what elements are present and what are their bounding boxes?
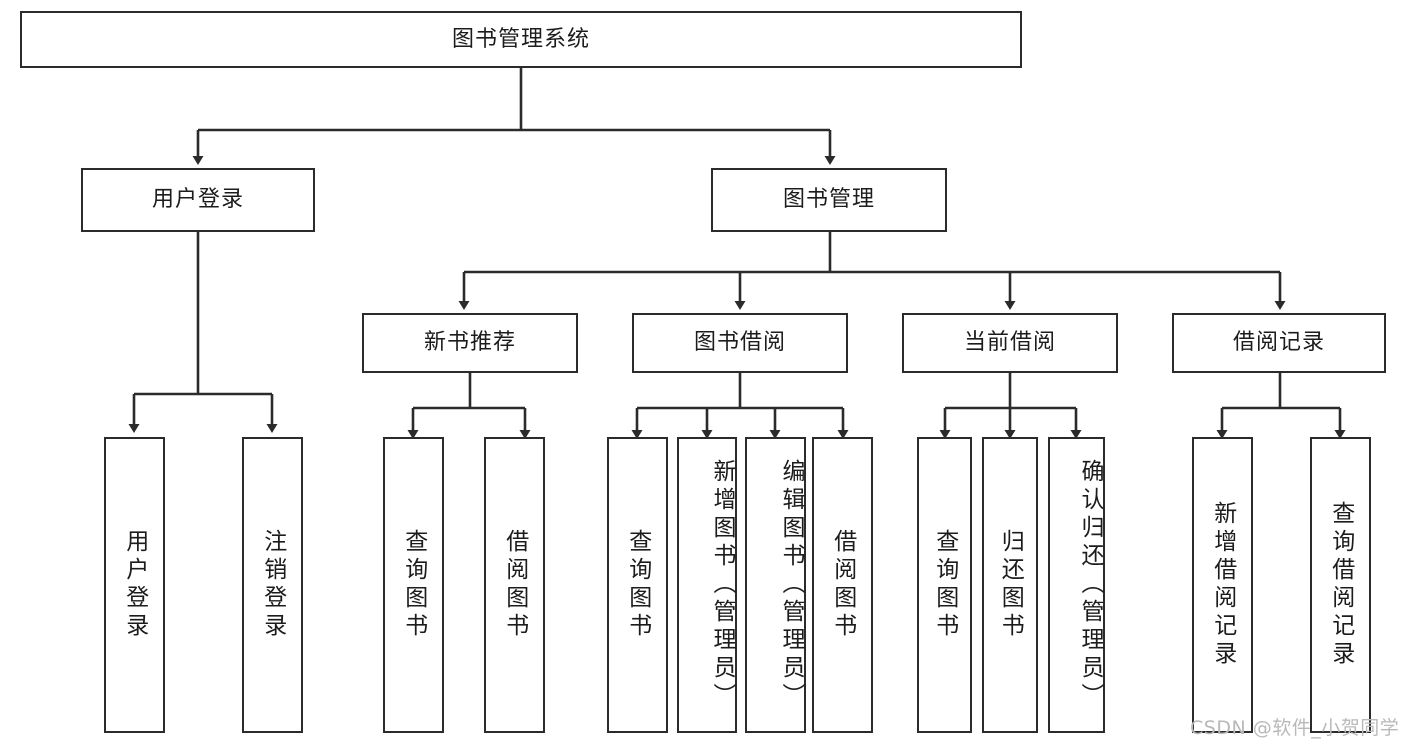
node-new-book-recommend[interactable]: 新书推荐: [362, 313, 578, 373]
node-current-borrow[interactable]: 当前借阅: [902, 313, 1118, 373]
node-user-login[interactable]: 用户登录: [81, 168, 315, 232]
leaf-new-book-borrow-book[interactable]: 借阅图书: [484, 437, 545, 733]
leaf-book-borrow-borrow-book[interactable]: 借阅图书: [812, 437, 873, 733]
node-root-book-management-system[interactable]: 图书管理系统: [20, 11, 1022, 68]
leaf-current-borrow-confirm-return-admin[interactable]: 确认归还（管理员）: [1048, 437, 1105, 733]
node-book-borrow[interactable]: 图书借阅: [632, 313, 848, 373]
leaf-new-book-query-book[interactable]: 查询图书: [383, 437, 444, 733]
leaf-user-login-login[interactable]: 用户登录: [104, 437, 165, 733]
node-book-management[interactable]: 图书管理: [711, 168, 947, 232]
leaf-current-borrow-return-book[interactable]: 归还图书: [982, 437, 1038, 733]
csdn-watermark: CSDN @软件_小贺同学: [1190, 717, 1400, 739]
leaf-borrow-record-add-record[interactable]: 新增借阅记录: [1192, 437, 1253, 733]
node-borrow-record[interactable]: 借阅记录: [1172, 313, 1386, 373]
leaf-user-login-logout[interactable]: 注销登录: [242, 437, 303, 733]
leaf-current-borrow-query-book[interactable]: 查询图书: [917, 437, 972, 733]
leaf-book-borrow-add-book-admin[interactable]: 新增图书（管理员）: [677, 437, 737, 733]
leaf-borrow-record-query-record[interactable]: 查询借阅记录: [1310, 437, 1371, 733]
leaf-book-borrow-edit-book-admin[interactable]: 编辑图书（管理员）: [745, 437, 806, 733]
leaf-book-borrow-query-book[interactable]: 查询图书: [607, 437, 668, 733]
